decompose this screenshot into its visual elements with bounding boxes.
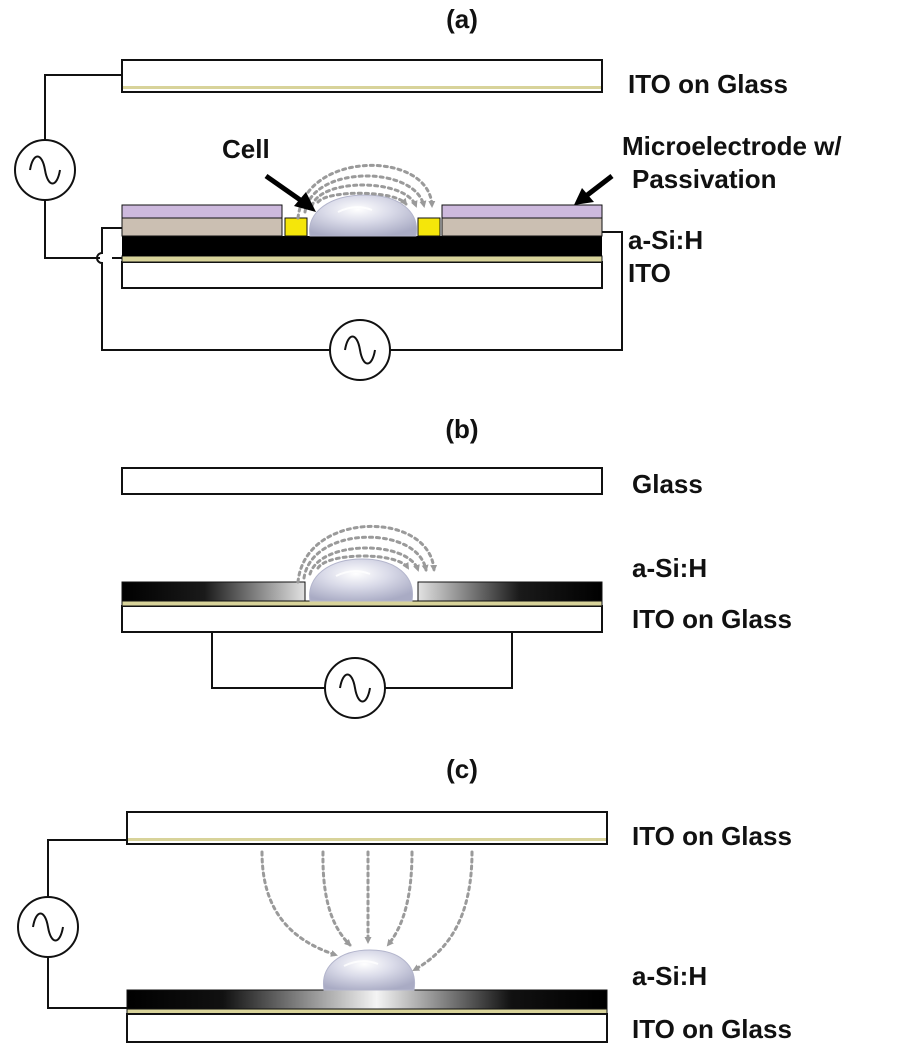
panel-c: (c) ITO on Glass a-Si:H ITO on Glass [17, 754, 792, 1044]
top-glass-plate [121, 467, 603, 495]
arrow-icon [574, 174, 614, 205]
field-lines [296, 524, 438, 584]
panel-a-title: (a) [446, 4, 478, 34]
cell-icon [309, 558, 413, 602]
microelectrode-left [284, 217, 308, 237]
panel-c-title: (c) [446, 754, 478, 784]
passivation-right [441, 204, 603, 219]
microelectrode-right [417, 217, 441, 237]
label-cell: Cell [222, 134, 270, 164]
label-glass: Glass [632, 469, 703, 499]
left-circuit-wire [44, 74, 122, 259]
ac-source-icon [324, 657, 386, 719]
panel-a: (a) ITO on Glass [14, 4, 842, 381]
asi-layer-left [121, 581, 306, 602]
panel-b-title: (b) [445, 414, 478, 444]
asi-layer [122, 236, 602, 256]
label-passivation: Passivation [632, 164, 777, 194]
ac-source-icon [329, 319, 391, 381]
bottom-glass-plate [126, 1013, 608, 1043]
bottom-glass-plate [121, 261, 603, 289]
ito-layer [121, 600, 603, 607]
arrow-icon [264, 173, 316, 212]
asi-layer-right [417, 581, 603, 602]
cell-icon [323, 949, 416, 991]
bottom-glass-plate [121, 605, 603, 633]
label-ito-glass: ITO on Glass [632, 604, 792, 634]
label-ito-glass: ITO on Glass [632, 1014, 792, 1044]
label-ito: ITO [628, 258, 671, 288]
label-top-ito-glass: ITO on Glass [632, 821, 792, 851]
label-asi: a-Si:H [632, 961, 707, 991]
ac-source-icon [17, 896, 79, 958]
asi-layer [126, 989, 608, 1010]
label-asi: a-Si:H [628, 225, 703, 255]
ac-source-icon [14, 139, 76, 201]
substrate-left [121, 217, 283, 237]
top-ito-layer [123, 86, 601, 89]
bottom-circuit-wire [211, 606, 513, 689]
label-microelectrode: Microelectrode w/ [622, 131, 842, 161]
cell-icon [309, 194, 417, 237]
left-circuit-wire [47, 839, 127, 1009]
label-asi: a-Si:H [632, 553, 707, 583]
passivation-left [121, 204, 283, 219]
bottom-circuit-wire [96, 227, 623, 351]
label-top-ito-glass: ITO on Glass [628, 69, 788, 99]
ito-layer [121, 255, 603, 263]
substrate-right [441, 217, 603, 237]
field-lines [260, 850, 474, 972]
panel-b: (b) Glass a-Si:H ITO on Glass [121, 414, 792, 719]
top-ito-layer [128, 838, 606, 841]
